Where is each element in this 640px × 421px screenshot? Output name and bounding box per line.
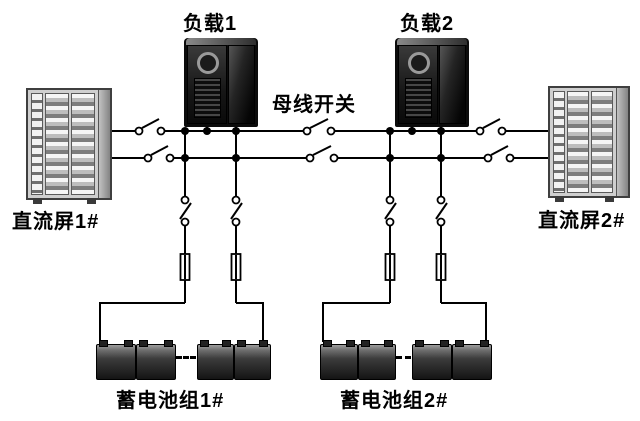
battery-icon (358, 340, 396, 380)
battery-icon (136, 340, 176, 380)
label-battery-group1: 蓄电池组1# (116, 390, 225, 412)
battery-icon (452, 340, 492, 380)
battery-ellipsis-dashes (396, 356, 411, 359)
cabinet-front (28, 90, 98, 198)
junction-dots (181, 127, 445, 162)
battery-icon (412, 340, 452, 380)
tower-grille (405, 78, 432, 118)
cabinet-module-column (591, 91, 613, 193)
battery-icon (197, 340, 234, 380)
label-bus-switch: 母线开关 (272, 94, 356, 116)
power-button-icon (197, 52, 219, 74)
tower-front (187, 45, 227, 124)
cabinet-side-panel (98, 90, 110, 198)
cabinet-control-strip (31, 93, 43, 195)
power-button-icon (408, 52, 430, 74)
tower-grille (194, 78, 221, 118)
dc-panel-2-icon (548, 86, 630, 202)
label-dc-panel1: 直流屏1# (12, 211, 100, 233)
cabinet-side-panel (616, 88, 628, 196)
fuse-icons (179, 253, 447, 281)
label-load2: 负载2 (400, 13, 455, 35)
server-tower-1-icon (184, 38, 258, 127)
tower-top (186, 38, 256, 45)
tower-front (398, 45, 438, 124)
battery-icon (96, 340, 136, 380)
battery-ellipsis-dashes (176, 356, 196, 359)
tower-top (397, 38, 467, 45)
cabinet-front (550, 88, 616, 196)
cabinet-module-column (45, 93, 69, 195)
cabinet-module-column (71, 93, 95, 195)
label-load1: 负载1 (183, 13, 238, 35)
label-dc-panel2: 直流屏2# (538, 210, 626, 232)
tower-side (439, 45, 466, 124)
label-battery-group2: 蓄电池组2# (340, 390, 449, 412)
battery-icon (234, 340, 271, 380)
cabinet-module-column (567, 91, 589, 193)
dc-panel-1-icon (26, 88, 112, 204)
cabinet-control-strip (553, 91, 565, 193)
feeder-lines (99, 124, 487, 342)
battery-icon (320, 340, 358, 380)
server-tower-2-icon (395, 38, 469, 127)
switch-icons (134, 118, 515, 227)
tower-side (228, 45, 255, 124)
